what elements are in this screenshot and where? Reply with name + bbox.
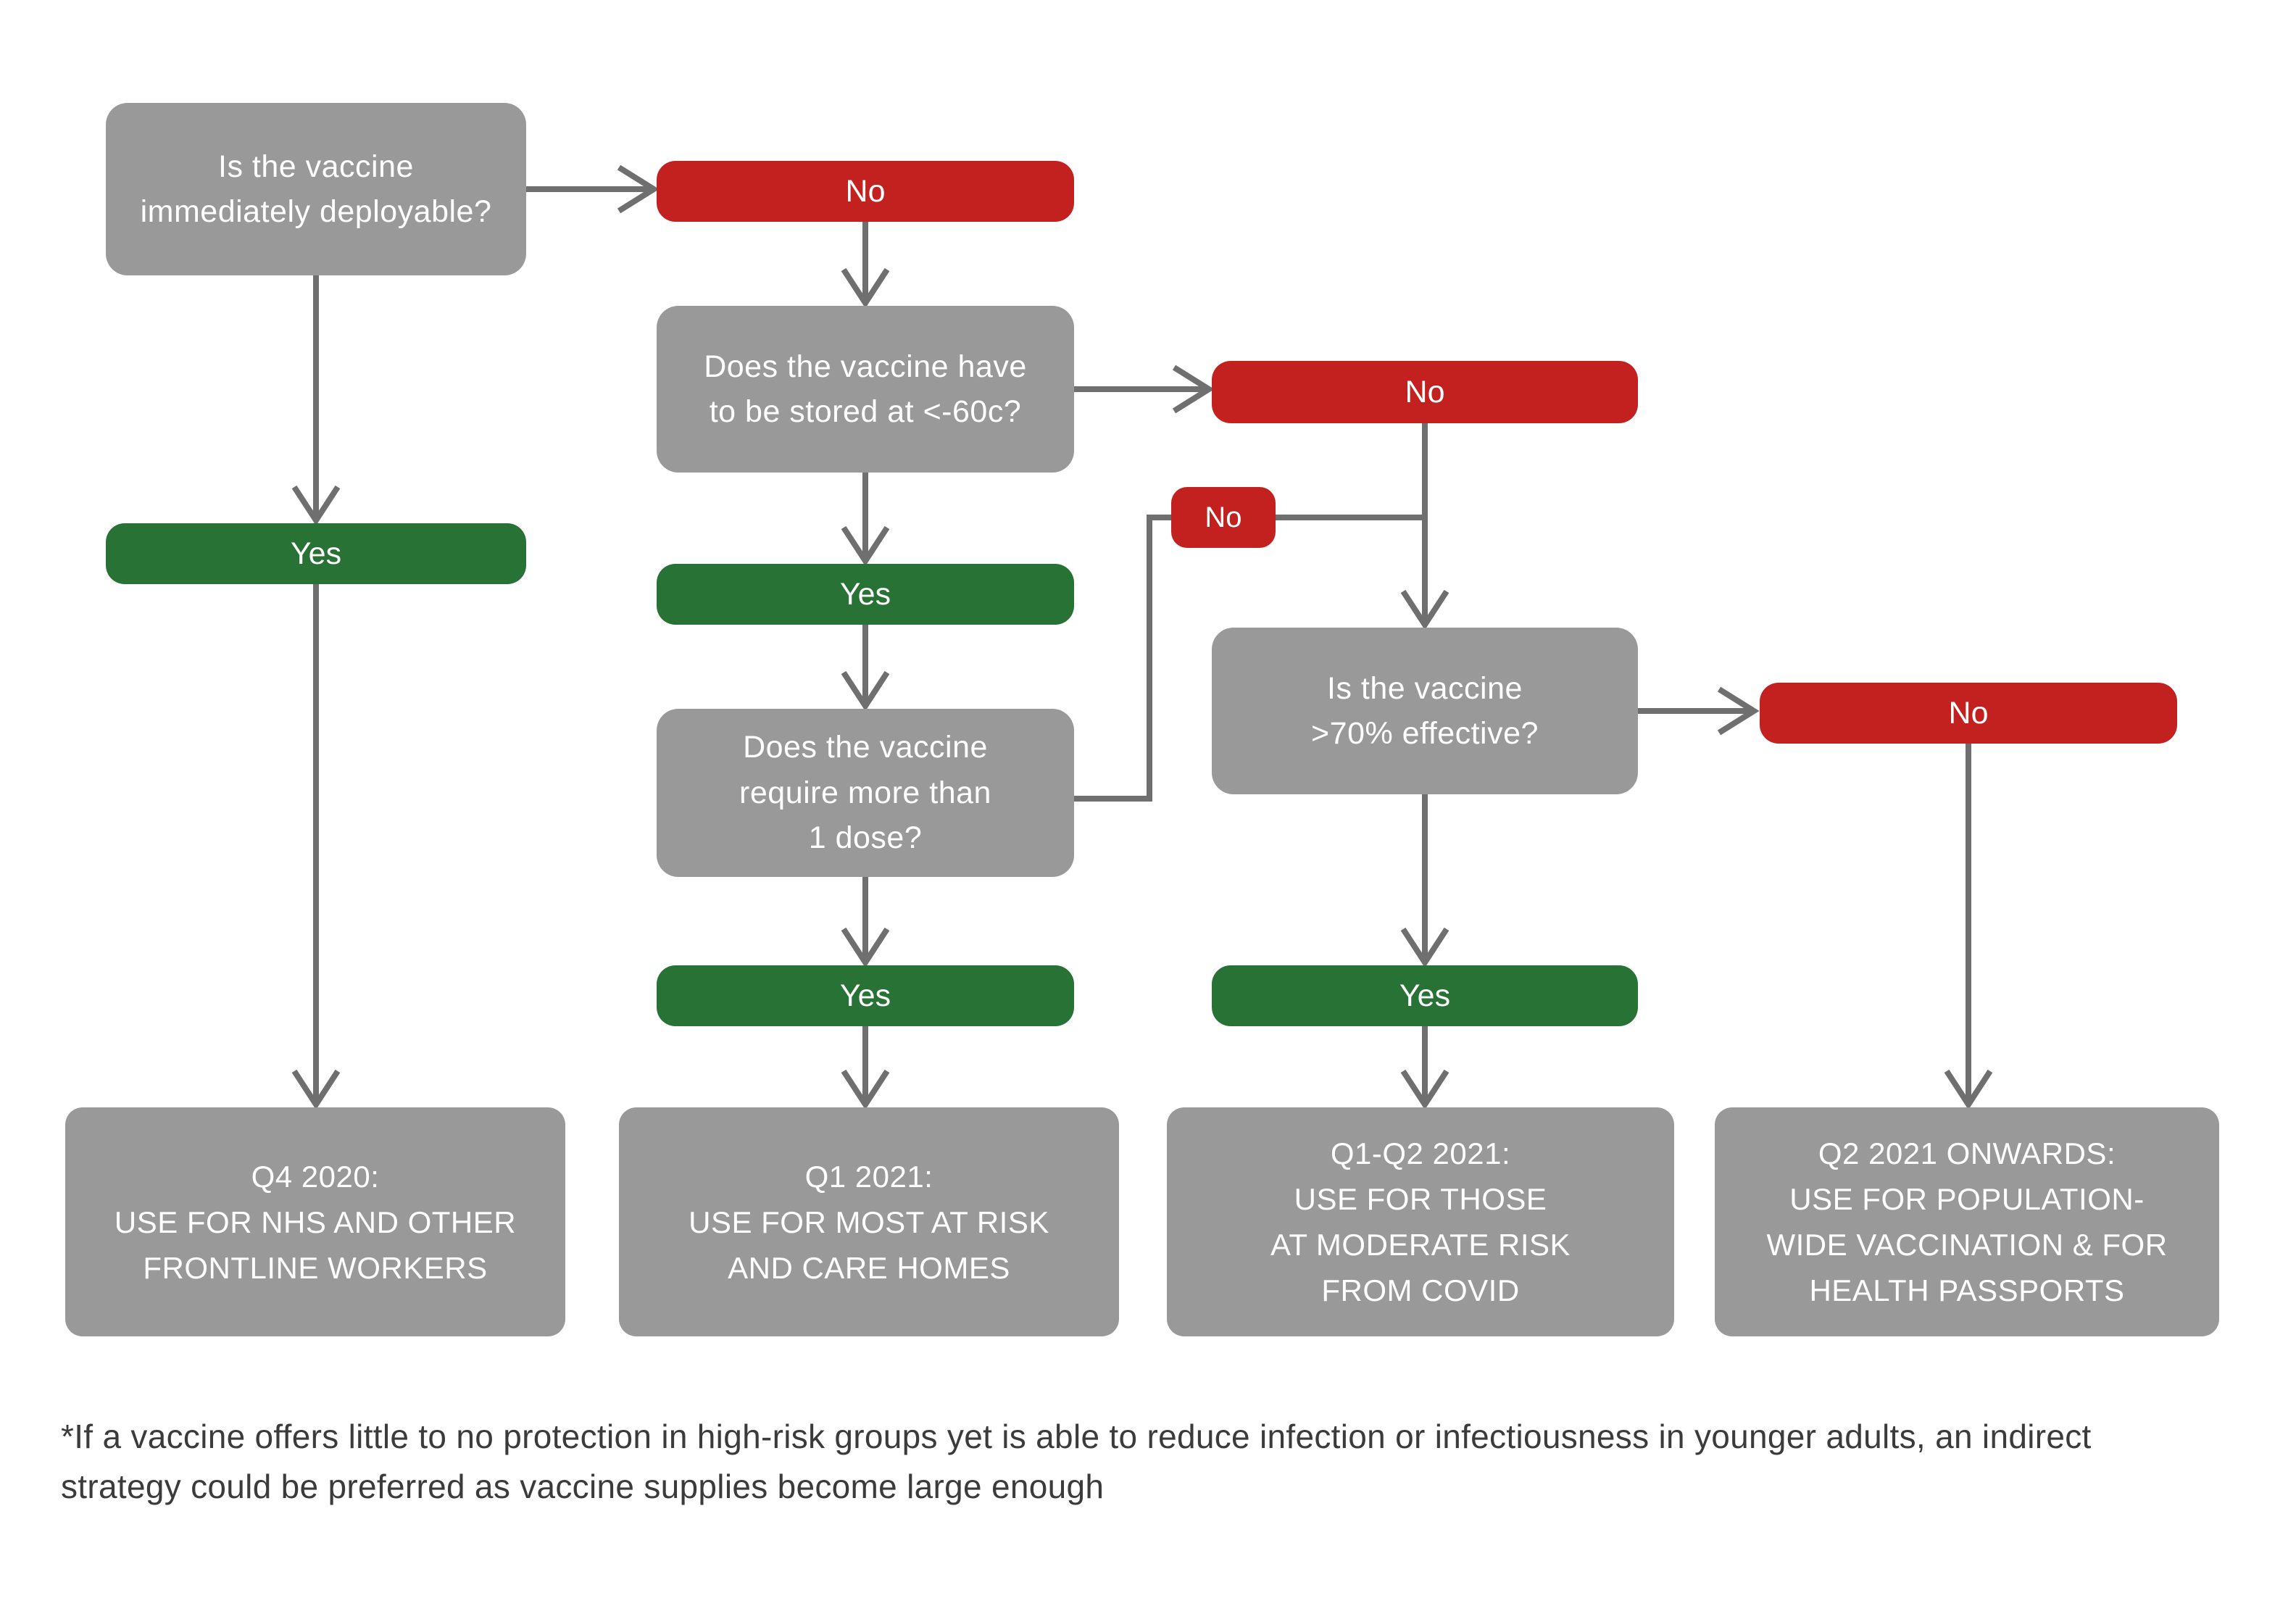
arrowhead-down-storage <box>841 267 890 309</box>
arrowhead-right-storage-no <box>1172 365 1215 414</box>
arrowhead-down-outcome-frontline <box>291 1069 341 1110</box>
arrowhead-down-effective-yes <box>1400 927 1449 968</box>
connector-doses-no-elbow <box>1074 515 1425 802</box>
arrowhead-right-effective-no <box>1717 686 1760 736</box>
arrowhead-down-outcome-most-at-risk <box>841 1069 890 1110</box>
question-more-than-one-dose: Does the vaccine require more than 1 dos… <box>657 709 1074 877</box>
answer-no-deployable: No <box>657 161 1074 222</box>
question-70-percent-effective: Is the vaccine >70% effective? <box>1212 628 1638 794</box>
answer-yes-doses: Yes <box>657 965 1074 1026</box>
answer-yes-deployable: Yes <box>106 523 526 584</box>
answer-yes-storage: Yes <box>657 564 1074 625</box>
question-immediately-deployable: Is the vaccine immediately deployable? <box>106 103 526 275</box>
answer-no-storage: No <box>1212 361 1638 423</box>
arrowhead-down-outcome-population <box>1944 1069 1993 1110</box>
arrowhead-down-doses-yes <box>841 927 890 968</box>
answer-yes-effective: Yes <box>1212 965 1638 1026</box>
answer-no-effective: No <box>1760 683 2177 744</box>
answer-no-doses: No <box>1171 487 1276 548</box>
footnote-indirect-strategy: *If a vaccine offers little to no protec… <box>61 1418 2092 1505</box>
arrowhead-right-deployable-no <box>617 165 660 214</box>
outcome-q4-2020-frontline-workers: Q4 2020: USE FOR NHS AND OTHER FRONTLINE… <box>65 1107 565 1336</box>
arrowhead-down-storage-yes <box>841 525 890 567</box>
outcome-q1-q2-2021-moderate-risk: Q1-Q2 2021: USE FOR THOSE AT MODERATE RI… <box>1167 1107 1674 1336</box>
arrowhead-down-outcome-moderate-risk <box>1400 1069 1449 1110</box>
outcome-q2-2021-population-wide: Q2 2021 ONWARDS: USE FOR POPULATION- WID… <box>1715 1107 2219 1336</box>
arrowhead-down-effective <box>1400 589 1449 631</box>
arrowhead-down-deployable-yes <box>291 485 341 526</box>
question-storage-minus-60c: Does the vaccine have to be stored at <-… <box>657 306 1074 473</box>
arrowhead-down-doses <box>841 670 890 712</box>
outcome-q1-2021-most-at-risk: Q1 2021: USE FOR MOST AT RISK AND CARE H… <box>619 1107 1119 1336</box>
